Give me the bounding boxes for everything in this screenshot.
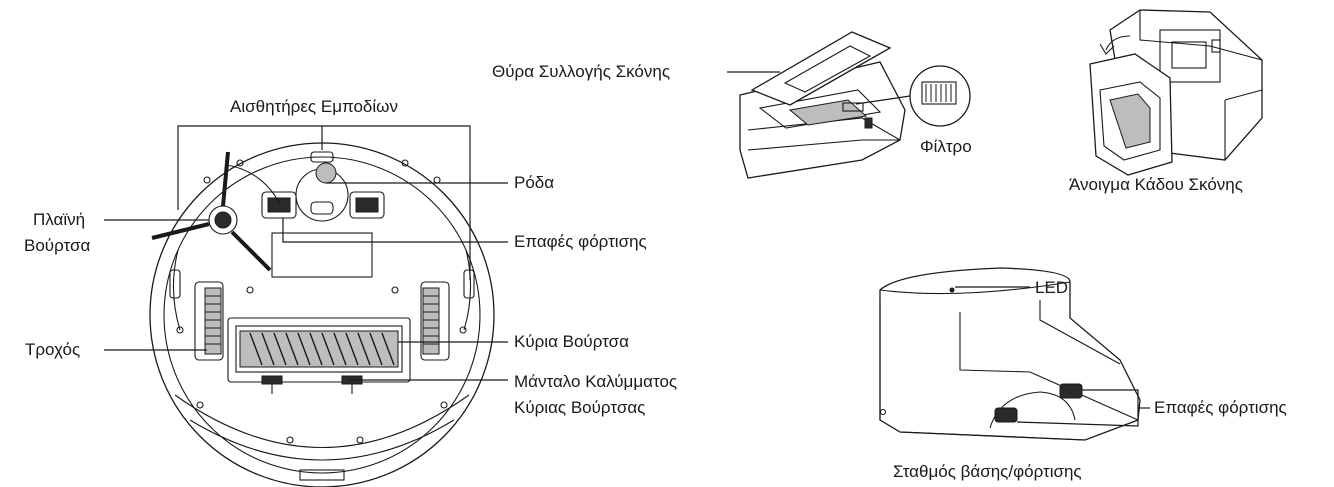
label-main-brush: Κύρια Βούρτσα xyxy=(514,332,629,352)
label-station-charging-contacts: Επαφές φόρτισης xyxy=(1154,398,1287,418)
label-station-caption: Σταθμός βάσης/φόρτισης xyxy=(893,462,1082,482)
label-open-bin: Άνοιγμα Κάδου Σκόνης xyxy=(1069,175,1243,195)
open-bin-view xyxy=(1090,10,1262,175)
label-filter: Φίλτρο xyxy=(920,137,972,157)
label-side-brush-line1: Πλαϊνή xyxy=(33,210,85,230)
label-obstacle-sensors: Αισθητήρες Εμποδίων xyxy=(230,97,398,117)
label-brush-cover-latch-line1: Μάνταλο Καλύμματος xyxy=(514,372,677,392)
station-view xyxy=(880,268,1140,440)
label-drive-wheel: Τροχός xyxy=(25,340,80,360)
robot-bottom-view xyxy=(150,143,494,487)
label-brush-cover-latch-line2: Κύριας Βούρτσας xyxy=(514,398,645,418)
label-dust-door: Θύρα Συλλογής Σκόνης xyxy=(492,62,670,82)
label-led: LED xyxy=(1035,278,1068,298)
label-caster-wheel: Ρόδα xyxy=(514,173,554,193)
label-robot-charging-contacts: Επαφές φόρτισης xyxy=(514,232,647,252)
label-side-brush-line2: Βούρτσα xyxy=(24,236,90,256)
